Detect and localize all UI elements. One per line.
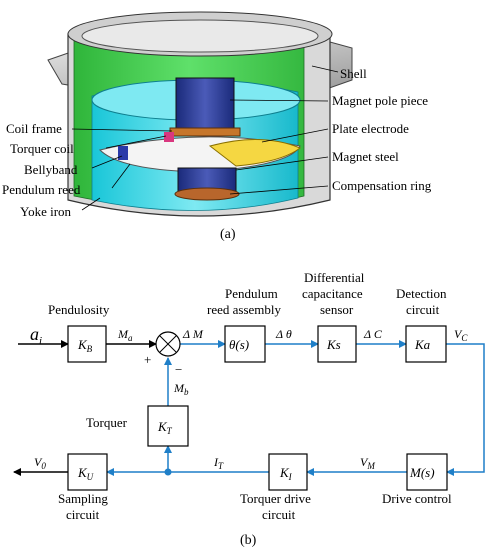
block-theta: θ(s) [224,325,266,363]
svg-text:KT: KT [157,419,173,436]
svg-text:Ka: Ka [414,337,431,352]
signal-ma: Ma [117,327,133,343]
bellyband-marker [118,146,128,160]
signal-vc: VC [454,327,468,343]
caption-b: (b) [240,533,257,548]
coil-frame-ring [169,127,241,137]
svg-text:M(s): M(s) [409,465,435,480]
signal-delta-theta: Δ θ [275,327,292,341]
block-kb: KB [67,325,107,363]
forward-path-wires [13,340,157,476]
torquer-coil-marker [164,132,174,142]
block-ku: KU [67,453,108,491]
plate-electrode-shape [208,139,301,167]
title-torquer: Torquer [86,415,128,430]
sign-minus: − [175,362,182,377]
signal-ai: ai [30,324,42,347]
caption-a: (a) [220,227,236,242]
signal-delta-c: Δ C [363,327,383,341]
block-ki: KI [268,453,308,491]
shell-top-rim-inner [81,19,319,53]
title-sampling-2: circuit [66,507,100,522]
compensation-ring-shape [174,187,240,201]
label-pendulum-reed: Pendulum reed [2,182,81,197]
signal-delta-m: Δ M [182,327,204,341]
signal-v0: V0 [34,455,46,471]
label-shell: Shell [340,66,367,81]
branch-junction [164,468,172,476]
label-compensation-ring: Compensation ring [332,178,432,193]
title-detection-1: Detection [396,286,447,301]
title-sampling-1: Sampling [58,491,108,506]
label-magnet-steel: Magnet steel [332,149,399,164]
svg-text:KB: KB [77,337,93,354]
wire-ka-ms [446,343,485,476]
feedback-path-wires [106,340,485,476]
label-magnet-pole-piece: Magnet pole piece [332,93,428,108]
block-ms: M(s) [406,453,448,491]
title-diffcap-3: sensor [320,302,354,317]
block-ks: Ks [317,325,357,363]
title-torquer-drive-1: Torquer drive [240,491,311,506]
title-pendulum-1: Pendulum [225,286,278,301]
svg-text:Ks: Ks [326,337,341,352]
title-drive-control: Drive control [382,491,452,506]
label-yoke-iron: Yoke iron [20,204,72,219]
block-kt: KT [147,405,189,447]
svg-text:KI: KI [279,465,293,482]
title-torquer-drive-2: circuit [262,507,296,522]
signal-labels: ai Ma + Δ M Δ θ Δ C VC − Mb VM IT V0 [30,324,468,471]
signal-vm: VM [360,455,375,471]
magnet-pole-piece [175,77,235,133]
summing-junction [155,331,181,357]
label-torquer-coil: Torquer coil [10,141,74,156]
block-titles: Pendulosity Pendulum reed assembly Diffe… [48,270,452,522]
signal-mb: Mb [173,381,189,397]
leader-lines [71,65,339,211]
title-diffcap-1: Differential [304,270,365,285]
svg-text:θ(s): θ(s) [229,337,249,352]
figure-a-labels: Shell Magnet pole piece Plate electrode … [2,66,432,242]
title-diffcap-2: capacitance [302,286,363,301]
sign-plus: + [144,352,151,367]
cutaway-illustration [47,11,353,217]
label-bellyband: Bellyband [24,162,78,177]
title-pendulum-2: reed assembly [207,302,282,317]
block-ka: Ka [405,325,447,363]
title-pendulosity: Pendulosity [48,302,110,317]
title-detection-2: circuit [406,302,440,317]
signal-it: IT [213,455,224,471]
blocks: KB θ(s) Ks Ka KT KU KI M(s) [67,325,448,491]
label-plate-electrode: Plate electrode [332,121,409,136]
label-coil-frame: Coil frame [6,121,62,136]
svg-text:KU: KU [77,465,94,482]
